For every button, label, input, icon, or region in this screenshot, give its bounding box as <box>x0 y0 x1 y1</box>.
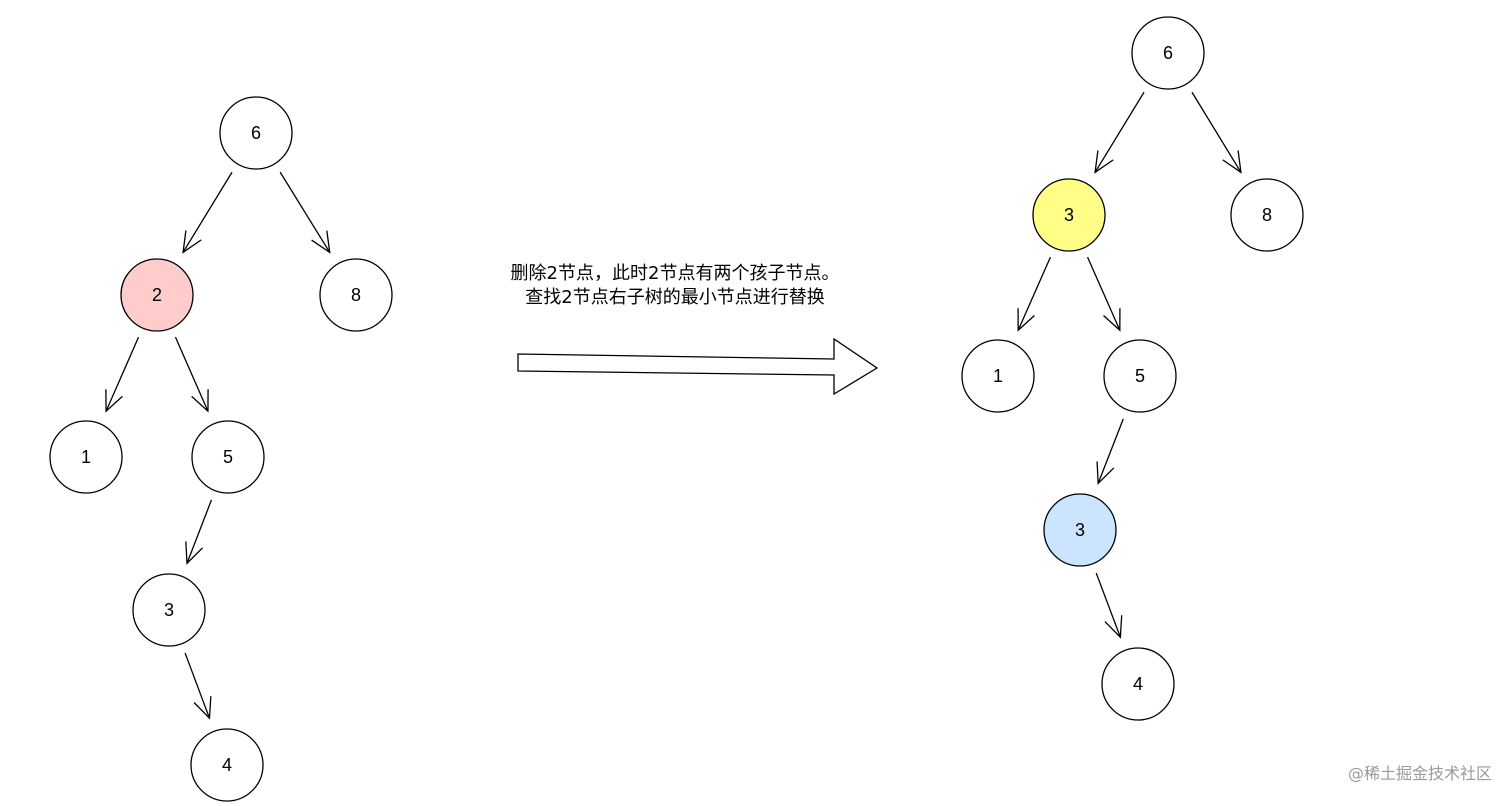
edge-line <box>1086 256 1121 331</box>
edge-line <box>182 171 233 253</box>
node-circle <box>1032 178 1106 252</box>
before-node-2: 2 <box>120 258 194 332</box>
node-label: 4 <box>222 755 232 775</box>
node-label: 6 <box>1163 43 1173 63</box>
caption-line-2: 查找2节点右子树的最小节点进行替换 <box>525 287 825 308</box>
before-node-6: 6 <box>219 96 293 170</box>
before-node-8: 8 <box>319 258 393 332</box>
edge-line <box>1095 572 1121 638</box>
edge-line <box>1191 91 1242 173</box>
node-circle <box>1131 16 1205 90</box>
edge-line <box>186 499 213 564</box>
node-label: 3 <box>1064 205 1074 225</box>
node-circle <box>191 420 265 494</box>
caption-line-1: 删除2节点，此时2节点有两个孩子节点。 <box>510 263 840 284</box>
after-node-6: 6 <box>1131 16 1205 90</box>
node-circle <box>1230 178 1304 252</box>
node-circle <box>1101 647 1175 721</box>
node-label: 2 <box>152 285 162 305</box>
arrowhead <box>1094 150 1114 174</box>
edge-line <box>174 336 209 412</box>
edge-line <box>184 652 211 719</box>
after-edge-3-to-1 <box>1017 256 1052 332</box>
node-circle <box>120 258 194 332</box>
node-circle <box>1103 339 1177 413</box>
transition-arrow <box>517 337 879 396</box>
caption: 删除2节点，此时2节点有两个孩子节点。 查找2节点右子树的最小节点进行替换 <box>470 262 880 310</box>
after-node-3: 3 <box>1043 493 1117 567</box>
watermark: @稀土掘金技术社区 <box>1347 764 1492 783</box>
node-circle <box>319 258 393 332</box>
node-label: 1 <box>81 447 91 467</box>
node-label: 6 <box>251 123 261 143</box>
before-node-4: 4 <box>190 728 264 802</box>
before-edge-5-to-3 <box>185 499 213 565</box>
edge-line <box>1097 418 1124 484</box>
before-node-5: 5 <box>191 420 265 494</box>
arrowhead <box>1096 461 1115 485</box>
node-circle <box>190 728 264 802</box>
before-edge-2-to-5 <box>174 336 209 413</box>
before-node-3: 3 <box>132 573 206 647</box>
node-circle <box>219 96 293 170</box>
before-node-1: 1 <box>49 420 123 494</box>
node-circle <box>132 573 206 647</box>
arrowhead <box>311 230 331 254</box>
after-node-3: 3 <box>1032 178 1106 252</box>
arrowhead <box>182 230 202 254</box>
arrowhead <box>193 696 212 720</box>
edge-line <box>1094 91 1145 173</box>
after-node-5: 5 <box>1103 339 1177 413</box>
arrowhead <box>191 389 209 413</box>
edge-line <box>279 171 331 253</box>
after-edge-3-to-5 <box>1086 256 1121 332</box>
arrowhead <box>1017 308 1035 332</box>
arrowhead <box>1104 615 1123 639</box>
node-label: 5 <box>1135 366 1145 386</box>
before-edge-6-to-8 <box>279 171 331 254</box>
node-circle <box>1043 493 1117 567</box>
before-edge-3-to-4 <box>184 652 212 720</box>
after-node-1: 1 <box>961 339 1035 413</box>
arrowhead <box>1222 150 1242 174</box>
after-edge-6-to-8 <box>1191 91 1242 174</box>
arrowhead <box>1103 308 1121 332</box>
node-circle <box>49 420 123 494</box>
edge-line <box>1017 256 1052 331</box>
after-edge-5-to-3b <box>1096 418 1124 485</box>
node-label: 3 <box>1075 520 1085 540</box>
edges-layer <box>105 91 1242 720</box>
node-label: 4 <box>1133 674 1143 694</box>
before-edge-6-to-2 <box>182 171 233 254</box>
before-edge-2-to-1 <box>105 336 140 413</box>
after-edge-6-to-3 <box>1094 91 1145 174</box>
node-label: 8 <box>1262 205 1272 225</box>
edge-line <box>105 336 140 412</box>
after-node-4: 4 <box>1101 647 1175 721</box>
arrowhead <box>185 541 204 565</box>
node-label: 8 <box>351 285 361 305</box>
after-node-8: 8 <box>1230 178 1304 252</box>
after-edge-3b-to-4 <box>1095 572 1123 639</box>
nodes-layer: 6 2 8 1 5 3 4 6 3 8 1 5 3 4 <box>49 16 1304 802</box>
node-circle <box>961 339 1035 413</box>
arrowhead <box>105 389 123 413</box>
node-label: 1 <box>993 366 1003 386</box>
node-label: 5 <box>223 447 233 467</box>
node-label: 3 <box>164 600 174 620</box>
